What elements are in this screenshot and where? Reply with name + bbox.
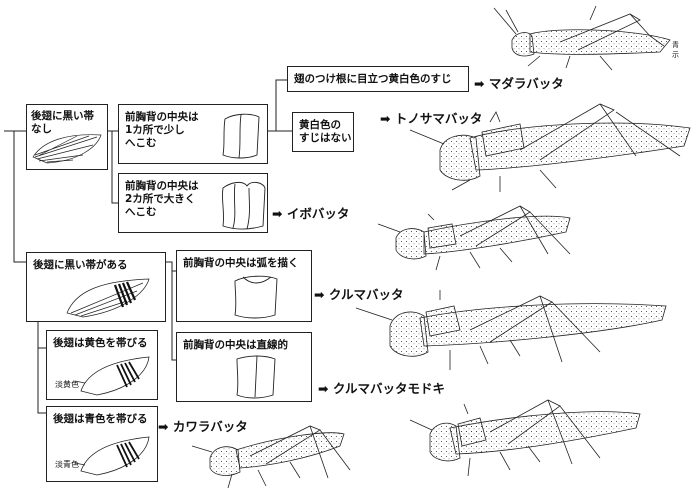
node-pronotum-straight: 前胸背の中央は直線的: [176, 332, 312, 402]
pronotum-deep-illustration: [221, 181, 266, 230]
hindwing-plain-illustration: [32, 134, 102, 164]
node-pronotum-slight-text: 前胸背の中央は 1カ所で少し へこむ: [125, 111, 199, 149]
node-pronotum-arc: 前胸背の中央は弧を描く: [176, 250, 312, 322]
node-hindwing-yellow-text: 後翅は黄色を帯びる: [53, 337, 148, 349]
grasshopper-kawara-illustration: [191, 425, 351, 489]
species-kuruma: ➡ クルマバッタ: [314, 287, 404, 302]
label-pale-blue: 淡青色: [55, 460, 79, 469]
label-mark-2: 示: [672, 51, 679, 59]
label-blue-mark: 青: [672, 41, 679, 49]
node-pronotum-straight-text: 前胸背の中央は直線的: [183, 339, 288, 351]
node-pronotum-slight: 前胸背の中央は 1カ所で少し へこむ: [118, 104, 268, 164]
species-tonosama: ➡ トノサマバッタ: [380, 111, 483, 126]
grasshopper-tonosama-illustration: [409, 103, 691, 192]
species-madara: ➡ マダラバッタ: [474, 76, 564, 91]
node-black-band-text: 後翅に黒い帯がある: [33, 259, 128, 271]
pronotum-straight-illustration: [236, 355, 276, 399]
node-black-band: 後翅に黒い帯がある: [26, 252, 166, 322]
node-pronotum-deep-text: 前胸背の中央は 2カ所で大きく へこむ: [125, 180, 199, 218]
hindwing-blue-illustration: [74, 436, 150, 476]
node-wingbase-stripe-text: 翅のつけ根に目立つ黄白色のすじ: [294, 73, 452, 85]
grasshopper-ibo-illustration: [377, 205, 571, 271]
node-no-black-band: 後翅に黒い帯 なし: [26, 104, 108, 170]
pronotum-slight-illustration: [222, 113, 260, 159]
species-kuruma-modoki: ➡ クルマバッタモドキ: [318, 381, 445, 396]
node-hindwing-blue-text: 後翅は青色を帯びる: [53, 413, 148, 425]
node-pronotum-deep: 前胸背の中央は 2カ所で大きく へこむ: [118, 173, 268, 233]
hindwing-banded-illustration: [66, 278, 150, 318]
node-pronotum-arc-text: 前胸背の中央は弧を描く: [183, 257, 299, 269]
grasshopper-kuruma-illustration: [355, 290, 667, 370]
grasshopper-kuruma-modoki-illustration: [409, 399, 641, 477]
node-no-stripe: 黄白色の すじはない: [292, 112, 354, 152]
label-pale-yellow: 淡黄色: [55, 380, 79, 389]
node-hindwing-blue: 後翅は青色を帯びる 淡青色: [46, 406, 158, 482]
pronotum-arc-illustration: [234, 275, 278, 319]
node-no-black-band-text: 後翅に黒い帯 なし: [31, 110, 94, 135]
node-hindwing-yellow: 後翅は黄色を帯びる 淡黄色: [46, 330, 158, 400]
node-wingbase-stripe: 翅のつけ根に目立つ黄白色のすじ: [287, 66, 469, 92]
species-ibo: ➡ イボバッタ: [272, 206, 350, 221]
node-no-stripe-text: 黄白色の すじはない: [299, 119, 352, 144]
hindwing-yellow-illustration: [74, 356, 150, 396]
grasshopper-madara-illustration: [493, 5, 671, 71]
species-kawara: ➡ カワラバッタ: [158, 419, 248, 434]
